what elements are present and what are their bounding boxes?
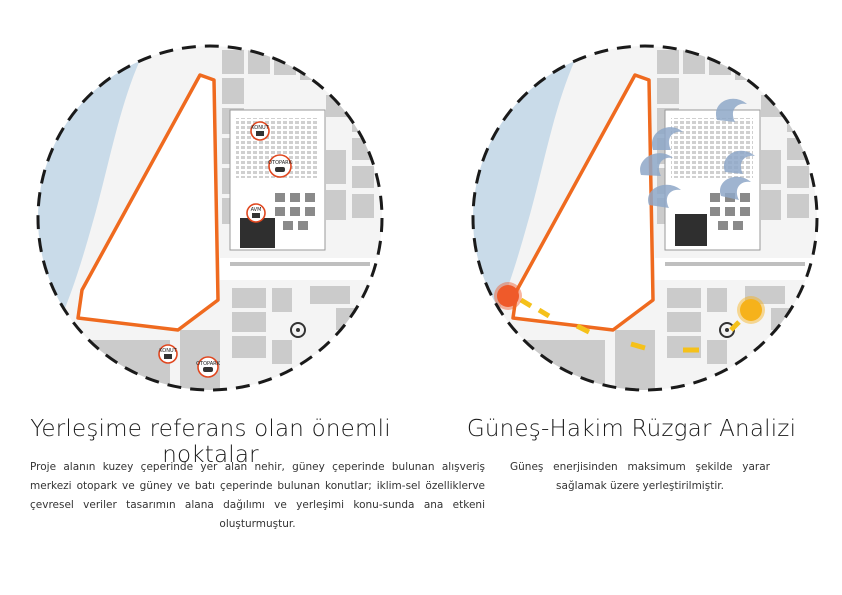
main-road: [220, 258, 382, 280]
sun-path-dashes: [519, 297, 741, 353]
shopping-icon: [252, 213, 260, 218]
mall-building: [675, 214, 707, 246]
project-site-fill: [78, 75, 218, 330]
sunrise-sun-icon: [737, 296, 765, 324]
left-panel-description: Proje alanın kuzey çeperinde yer alan ne…: [30, 461, 485, 530]
map-frame-circle: [471, 44, 819, 392]
svg-text:AVM: AVM: [251, 207, 262, 213]
svg-text:OTOPARK: OTOPARK: [196, 361, 221, 367]
mall-building: [240, 218, 275, 248]
marker-otopark-south[interactable]: OTOPARK: [196, 356, 221, 378]
project-site-outline: [511, 73, 655, 332]
house-icon: [256, 131, 264, 136]
house-icon: [164, 354, 172, 359]
right-panel-title: Güneş-Hakim Rüzgar Analizi: [466, 416, 797, 442]
mall-small-buildings: [275, 193, 315, 230]
left-map-diagram: KONUT OTOPARK AVM KONUT OTOPARK: [36, 44, 384, 392]
river: [473, 46, 575, 340]
car-icon: [203, 367, 213, 372]
right-map-diagram: [471, 44, 819, 392]
roundabout: [290, 322, 306, 338]
river: [38, 46, 140, 340]
right-panel-description: Güneş enerjisinden maksimum şekilde yara…: [510, 461, 770, 492]
left-panel-title: Yerleşime referans olan önemli noktalar: [30, 416, 391, 468]
project-site-outline: [76, 73, 220, 332]
car-icon: [275, 167, 285, 172]
marker-otopark-north[interactable]: OTOPARK: [268, 154, 293, 178]
project-site-fill: [513, 75, 653, 330]
sunset-sun-icon: [494, 282, 522, 310]
main-road: [655, 258, 817, 280]
svg-text:KONUT: KONUT: [251, 125, 269, 131]
marker-konut-north[interactable]: KONUT: [250, 121, 270, 141]
marker-avm[interactable]: AVM: [246, 203, 266, 223]
svg-text:KONUT: KONUT: [159, 348, 177, 354]
map-frame-circle: [36, 44, 384, 392]
svg-text:OTOPARK: OTOPARK: [268, 160, 293, 166]
wind-arrows-icon: [640, 98, 755, 208]
road-median: [230, 262, 370, 266]
marker-konut-south[interactable]: KONUT: [158, 344, 178, 364]
